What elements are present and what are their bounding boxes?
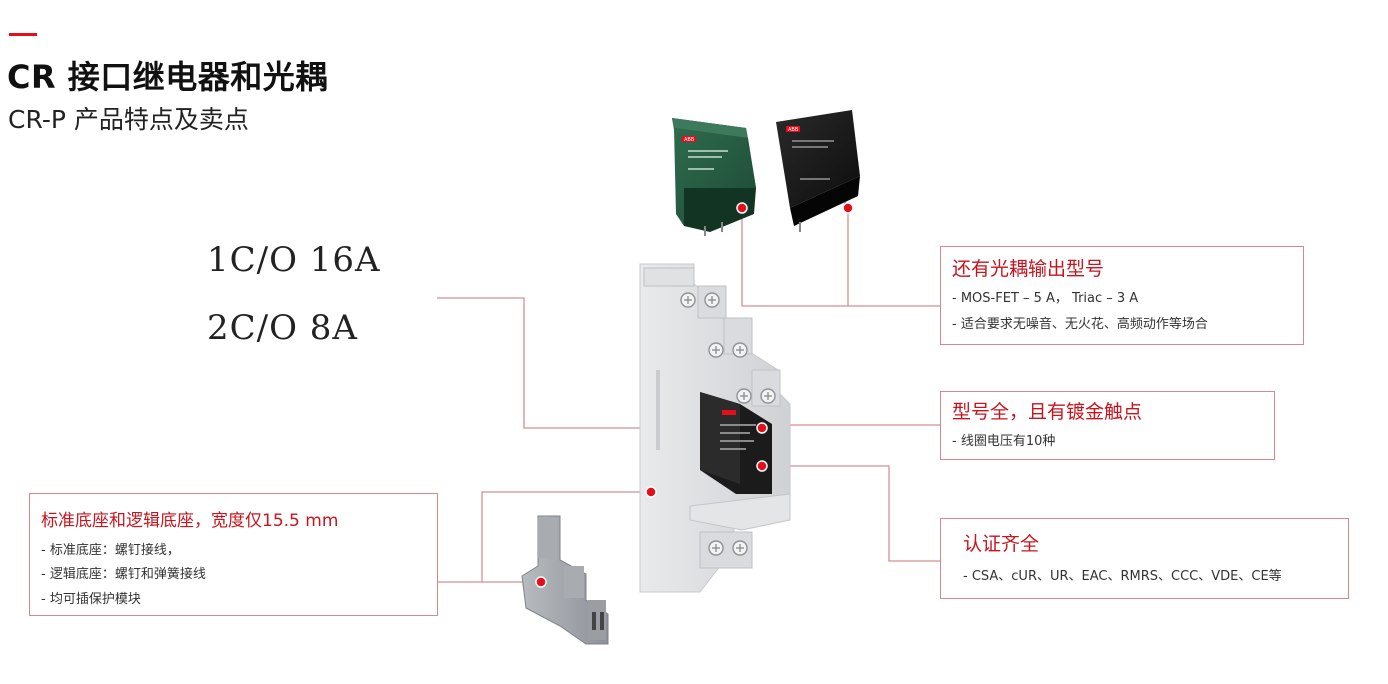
callout-gold-contact-title: 型号全，且有镀金触点 xyxy=(952,401,1143,423)
slide-title: CR 接口继电器和光耦 xyxy=(7,58,328,96)
leader-lines xyxy=(437,208,940,583)
marker-dot-green xyxy=(736,202,748,214)
callout-socket-item: - 标准底座：螺钉接线， xyxy=(41,543,180,558)
callout-gold-contact: 型号全，且有镀金触点 - 线圈电压有10种 xyxy=(940,391,1275,460)
callout-optocoupler-item: - MOS-FET – 5 A， Triac – 3 A xyxy=(952,291,1139,306)
marker-dot-rating xyxy=(756,422,768,434)
relay-socket-main-image xyxy=(639,263,791,593)
accent-bar xyxy=(9,33,37,36)
callout-certification-item: - CSA、cUR、UR、EAC、RMRS、CCC、VDE、CE等 xyxy=(963,569,1282,584)
callout-optocoupler: 还有光耦输出型号 - MOS-FET – 5 A， Triac – 3 A - … xyxy=(940,246,1304,345)
rating-2co: 2C/O 8A xyxy=(207,308,358,348)
leader-certification xyxy=(762,465,940,562)
callout-optocoupler-item: - 适合要求无噪音、无火花、高频动作等场合 xyxy=(952,317,1208,332)
callout-certification-title: 认证齐全 xyxy=(963,533,1040,555)
logic-socket-image xyxy=(521,515,609,645)
marker-dot-cert xyxy=(756,460,768,472)
callout-socket-item: - 均可插保护模块 xyxy=(41,592,141,607)
marker-dot-logic-socket xyxy=(535,576,547,588)
callout-gold-contact-item: - 线圈电压有10种 xyxy=(952,434,1056,449)
callout-socket: 标准底座和逻辑底座，宽度仅15.5 mm - 标准底座：螺钉接线， - 逻辑底座… xyxy=(29,493,438,616)
relay-green-brand: ABB xyxy=(684,137,695,143)
callout-optocoupler-title: 还有光耦输出型号 xyxy=(952,258,1105,280)
marker-dot-socket xyxy=(645,486,657,498)
leader-optocoupler xyxy=(741,208,849,307)
relay-green-image: ABB xyxy=(672,118,756,236)
rating-1co: 1C/O 16A xyxy=(207,240,381,280)
slide-subtitle: CR-P 产品特点及卖点 xyxy=(8,105,249,134)
relay-black-image: ABB xyxy=(776,110,860,232)
callout-socket-title: 标准底座和逻辑底座，宽度仅15.5 mm xyxy=(41,511,339,531)
marker-dot-black xyxy=(842,202,854,214)
leader-socket xyxy=(438,491,651,583)
callout-socket-item: - 逻辑底座：螺钉和弹簧接线 xyxy=(41,567,206,582)
relay-black-brand: ABB xyxy=(788,127,799,133)
callout-certification: 认证齐全 - CSA、cUR、UR、EAC、RMRS、CCC、VDE、CE等 xyxy=(940,518,1349,599)
